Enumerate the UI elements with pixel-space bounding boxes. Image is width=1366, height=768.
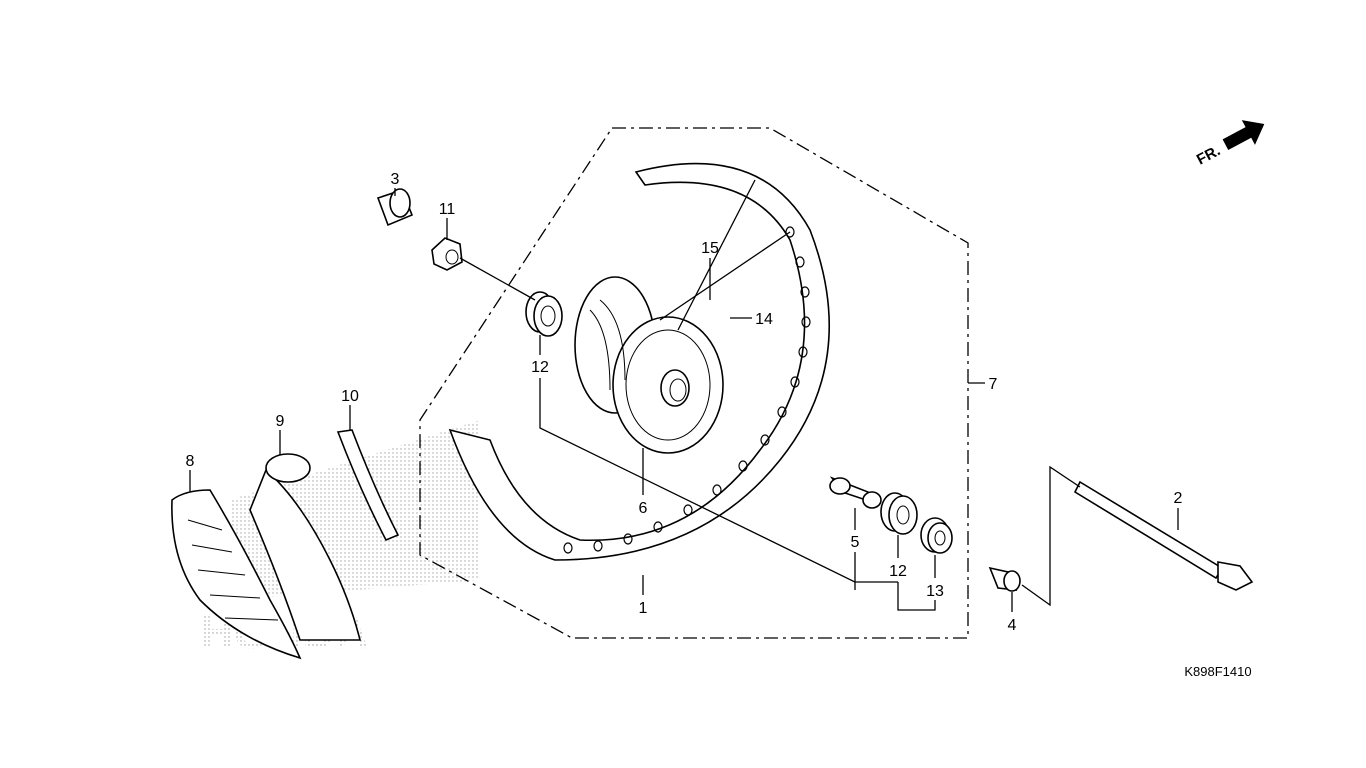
callout-12-left: 12 (531, 359, 549, 376)
part-13-seal (920, 517, 953, 554)
callout-3: 3 (391, 171, 400, 188)
part-5-spacer (829, 476, 882, 509)
callout-13: 13 (926, 583, 944, 600)
part-9-tube (249, 453, 362, 641)
callout-7: 7 (989, 376, 998, 393)
diagram-code: K898F1410 (1184, 664, 1251, 679)
callout-9: 9 (276, 413, 285, 430)
part-8-tire (171, 489, 302, 660)
callout-2: 2 (1174, 490, 1183, 507)
part-10-rim-band (336, 429, 400, 542)
callout-15: 15 (701, 240, 719, 257)
front-direction-indicator: FR. (1194, 120, 1265, 169)
part-12-bearing-left (525, 291, 563, 337)
callout-8: 8 (186, 453, 195, 470)
rim (448, 162, 831, 561)
callout-14: 14 (755, 311, 773, 328)
hub (574, 276, 724, 454)
part-4-collar (988, 566, 1021, 592)
callout-5: 5 (851, 534, 860, 551)
callout-11: 11 (439, 201, 456, 218)
arrow-right-icon (1222, 120, 1265, 150)
part-12-bearing-right (880, 492, 918, 535)
part-11-nut (431, 237, 463, 271)
direction-label: FR. (1194, 142, 1223, 168)
callout-6: 6 (639, 500, 648, 517)
callout-10: 10 (341, 388, 359, 405)
spokes (659, 179, 791, 331)
part-2-axle (1073, 480, 1254, 591)
callout-12-right: 12 (889, 563, 907, 580)
callout-4: 4 (1008, 617, 1017, 634)
leader-lines (189, 188, 1179, 612)
callouts: 1 2 3 4 5 6 7 8 9 10 11 12 12 13 14 15 (186, 171, 1183, 634)
callout-1: 1 (639, 600, 648, 617)
wheel-assembly-outline (419, 127, 969, 639)
